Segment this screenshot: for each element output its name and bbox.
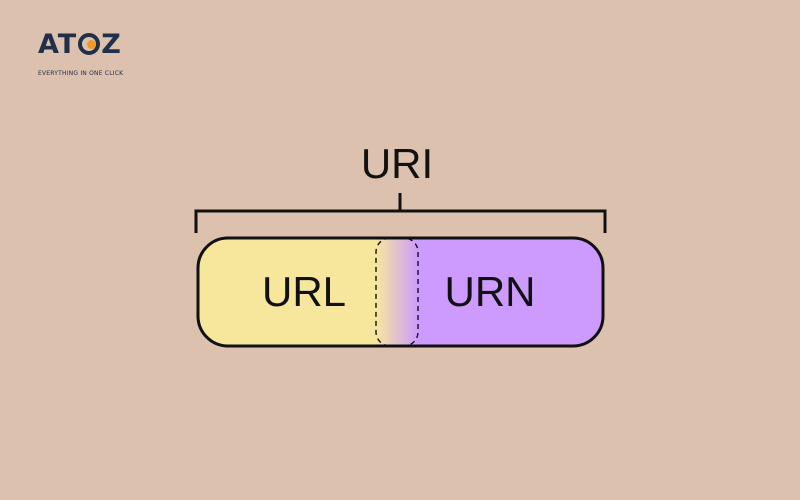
uri-pill-outline [196, 236, 605, 348]
logo-target-icon [78, 33, 101, 55]
atoz-logo: AT Z EVERYTHING IN ONE CLICK [38, 30, 134, 80]
uri-bracket [194, 193, 607, 233]
uri-label: URI [361, 140, 433, 187]
urn-label: URN [445, 268, 536, 315]
url-label: URL [262, 268, 346, 315]
logo-wordmark-text: AT [38, 29, 78, 60]
logo-tagline: EVERYTHING IN ONE CLICK [38, 70, 124, 77]
overlap-segment [376, 238, 418, 346]
urn-segment [398, 238, 603, 346]
url-segment [198, 238, 398, 346]
logo-wordmark-text-end: Z [101, 29, 122, 60]
uri-pill-fill [198, 238, 603, 346]
logo-wordmark: AT Z [38, 30, 122, 60]
